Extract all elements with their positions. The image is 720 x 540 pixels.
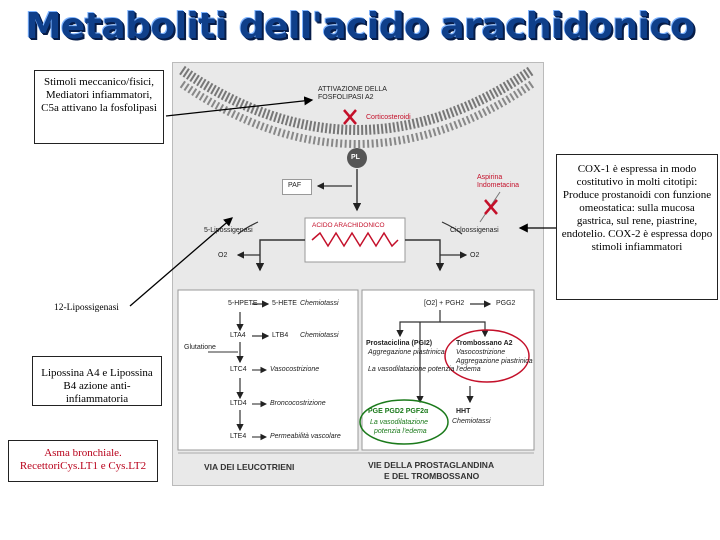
ltc4-label: LTC4 [230, 366, 247, 373]
attivazione-label: ATTIVAZIONE DELLA FOSFOLIPASI A2 [318, 86, 387, 101]
trombossano-highlight [444, 329, 530, 383]
stimoli-note: Stimoli meccanico/fisici, Mediatori infi… [34, 70, 164, 144]
corticosteroid-block-mark [343, 109, 357, 125]
aspirin-block-mark [484, 199, 498, 215]
hpete-label: 5-HPETE [228, 300, 258, 307]
acido-label: ACIDO ARACHIDONICO [312, 222, 385, 229]
prost-effect-2: La vasodilatazione potenzia l'edema [368, 366, 481, 373]
paf-box [282, 179, 312, 195]
pge-effect-2: potenzia l'edema [374, 428, 427, 435]
via-prosta-label-2: E DEL TROMBOSSANO [384, 471, 480, 481]
via-leucotrieni-label: VIA DEI LEUCOTRIENI [204, 462, 295, 472]
pge-label: PGE PGD2 PGF2α [368, 408, 429, 415]
tromb-effect-2: Aggregazione piastrinica [456, 358, 533, 365]
via-prosta-label-1: VIE DELLA PROSTAGLANDINA [368, 460, 495, 470]
lipossigenasi12-label: 12-Lipossigenasi [54, 303, 119, 313]
pl-label: PL [351, 154, 360, 161]
pge-effect-1: La vasodilatazione [370, 419, 428, 426]
lta4-label: LTA4 [230, 332, 246, 339]
hht-label: HHT [456, 408, 471, 415]
page-title: Metaboliti dell'acido arachidonico [25, 6, 695, 47]
pl-circle [347, 148, 367, 168]
o2-right-label: O2 [470, 252, 480, 259]
acido-chain [311, 231, 399, 248]
aspirina-label: Aspirina [477, 174, 503, 181]
o2-left-label: O2 [218, 252, 228, 259]
hete-label: 5-HETE [272, 300, 297, 307]
lte4-effect: Permeabilità vascolare [270, 433, 341, 440]
lipossigenasi-arrow [129, 217, 233, 307]
stimoli-arrow [165, 96, 314, 117]
corticosteroidi-label: Corticosteroidi [366, 114, 411, 121]
trombossano-label: Trombossano A2 [456, 340, 513, 347]
ltb4-label: LTB4 [272, 332, 289, 339]
ltc4-effect: Vasocostrizione [270, 366, 320, 373]
cicloossigenasi-label: Cicloossigenasi [450, 227, 499, 234]
lipossigenasi5-label: 5-Lipossigenasi [204, 227, 253, 234]
ltd4-effect: Broncocostrizione [270, 400, 326, 407]
glutatione-label: Glutatione [184, 344, 216, 351]
prostaciclina-label: Prostaciclina (PGI2) [366, 340, 433, 347]
cox-note: COX-1 è espressa in modo costitutivo in … [556, 154, 718, 300]
ltb4-effect: Chemiotassi [300, 332, 339, 339]
prost-effect-1: Aggregazione piastrinica [368, 349, 445, 356]
pgg2-label: PGG2 [496, 300, 516, 307]
lte4-label: LTE4 [230, 433, 247, 440]
tromb-effect-1: Vasocostrizione [456, 349, 506, 356]
pgh2-label: [O2] + PGH2 [424, 300, 465, 307]
lipossina-note: Lipossina A4 e Lipossina B4 azione anti-… [32, 356, 162, 406]
pge-highlight [359, 399, 449, 445]
indometacina-label: Indometacina [477, 182, 520, 189]
hete-effect: Chemiotassi [300, 300, 339, 307]
ltd4-label: LTD4 [230, 400, 247, 407]
asma-note: Asma bronchiale. RecettoriCys.LT1 e Cys.… [8, 440, 158, 482]
hht-effect: Chemiotassi [452, 418, 491, 425]
leucotrieni-box [177, 289, 359, 451]
paf-label: PAF [288, 182, 302, 189]
membrane-bilayer [179, 65, 535, 148]
